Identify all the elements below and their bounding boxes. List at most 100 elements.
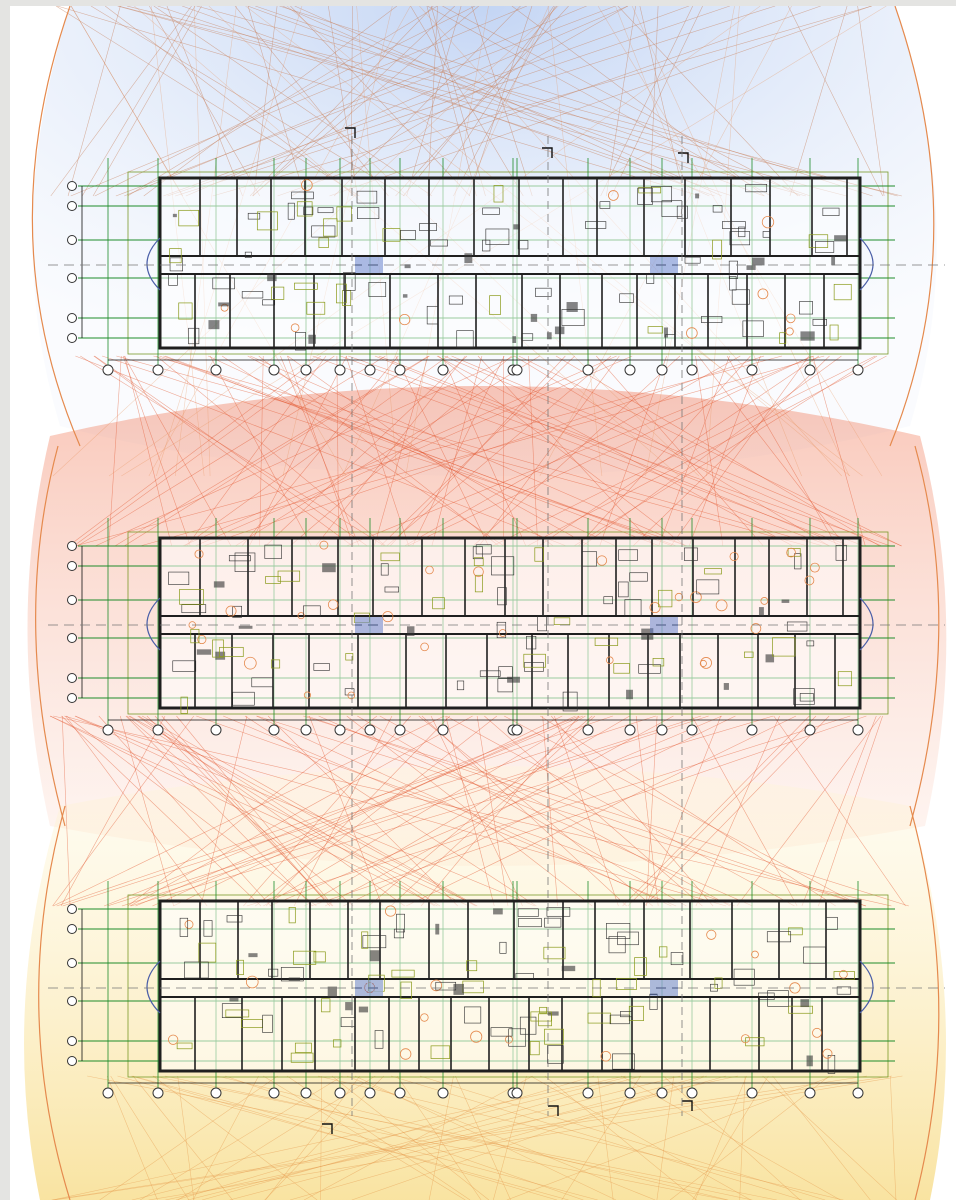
fixture bbox=[475, 544, 492, 555]
furniture bbox=[293, 950, 317, 965]
fixture bbox=[490, 1027, 513, 1037]
column bbox=[248, 953, 258, 958]
sight-line bbox=[429, 6, 555, 197]
sight-line bbox=[346, 715, 593, 907]
axis-marker bbox=[334, 364, 346, 376]
sight-line bbox=[396, 1075, 482, 1200]
column bbox=[512, 336, 517, 344]
fixture bbox=[268, 968, 279, 977]
furniture bbox=[271, 659, 281, 669]
axis-marker-side bbox=[67, 561, 77, 571]
fixture bbox=[515, 973, 534, 980]
axis-marker-side bbox=[67, 541, 77, 551]
furniture bbox=[361, 931, 369, 949]
furniture bbox=[837, 671, 853, 687]
furniture bbox=[313, 951, 326, 963]
axis-marker bbox=[624, 364, 636, 376]
furniture bbox=[225, 1009, 250, 1018]
sight-line bbox=[395, 355, 489, 547]
sight-line bbox=[410, 6, 524, 197]
sight-line bbox=[141, 715, 478, 907]
furniture bbox=[833, 283, 852, 301]
furniture bbox=[659, 946, 668, 958]
sight-line bbox=[695, 715, 780, 907]
sight-line bbox=[528, 355, 539, 547]
outer-wall bbox=[158, 176, 862, 350]
column bbox=[752, 257, 765, 266]
sight-line bbox=[445, 715, 795, 907]
axis-marker bbox=[746, 1087, 758, 1099]
fixture bbox=[519, 1016, 537, 1035]
door-swing bbox=[399, 1048, 412, 1060]
fixture bbox=[356, 190, 378, 204]
sight-line bbox=[53, 715, 892, 907]
fixture bbox=[517, 240, 529, 250]
sight-line bbox=[152, 715, 576, 907]
fixture bbox=[618, 581, 629, 598]
fixture bbox=[799, 693, 814, 702]
axis-marker bbox=[152, 364, 164, 376]
sight-line bbox=[550, 715, 714, 907]
axis-marker-side bbox=[67, 904, 77, 914]
axis-marker-side bbox=[67, 996, 77, 1006]
column bbox=[641, 628, 654, 640]
fixture bbox=[599, 201, 611, 209]
sight-line bbox=[186, 355, 327, 547]
sight-line bbox=[420, 715, 580, 907]
sight-line bbox=[119, 715, 174, 907]
fixture bbox=[419, 223, 437, 231]
door-swing bbox=[674, 592, 684, 602]
axis-marker bbox=[852, 724, 864, 736]
column bbox=[554, 326, 565, 335]
furniture bbox=[615, 977, 637, 990]
fixture bbox=[472, 546, 483, 560]
furniture bbox=[594, 637, 619, 646]
sight-line bbox=[304, 715, 630, 907]
sight-line bbox=[131, 1075, 558, 1200]
furniture bbox=[712, 239, 722, 260]
sight-line bbox=[514, 355, 830, 547]
furniture bbox=[306, 301, 326, 315]
sight-line bbox=[368, 715, 593, 907]
column bbox=[308, 334, 316, 344]
fixture bbox=[456, 680, 465, 691]
furniture bbox=[647, 326, 664, 334]
fixture bbox=[280, 967, 304, 982]
sight-line bbox=[578, 355, 751, 547]
fixture bbox=[291, 191, 314, 200]
fixture bbox=[499, 941, 507, 954]
sight-line bbox=[229, 1075, 704, 1200]
floor-plans bbox=[48, 127, 945, 1134]
sight-line bbox=[146, 715, 333, 907]
furniture bbox=[543, 946, 566, 960]
sight-line bbox=[143, 6, 398, 197]
fixture bbox=[767, 990, 789, 1007]
sight-line bbox=[93, 355, 353, 547]
door-swing bbox=[596, 555, 608, 566]
fixture bbox=[733, 968, 755, 986]
axis-marker bbox=[582, 364, 594, 376]
section-marker bbox=[322, 1123, 333, 1134]
fixture bbox=[712, 205, 723, 213]
furniture bbox=[534, 547, 544, 562]
axis-marker bbox=[102, 1087, 114, 1099]
sight-line bbox=[265, 1075, 361, 1200]
column bbox=[238, 625, 253, 629]
sight-line bbox=[161, 715, 331, 907]
fixture bbox=[766, 931, 792, 943]
axis-marker bbox=[686, 724, 698, 736]
sight-line bbox=[478, 355, 620, 547]
sight-line bbox=[61, 715, 71, 907]
sight-line bbox=[419, 1075, 826, 1200]
sight-line bbox=[540, 715, 836, 907]
sight-line bbox=[597, 1075, 614, 1200]
column bbox=[493, 908, 503, 915]
sight-line bbox=[430, 715, 523, 907]
sight-line bbox=[346, 355, 815, 547]
furniture bbox=[544, 1028, 564, 1045]
furniture bbox=[829, 324, 839, 341]
sight-line bbox=[153, 355, 824, 547]
axis-marker-side bbox=[67, 235, 77, 245]
sight-line bbox=[438, 355, 686, 547]
furniture bbox=[493, 185, 504, 203]
